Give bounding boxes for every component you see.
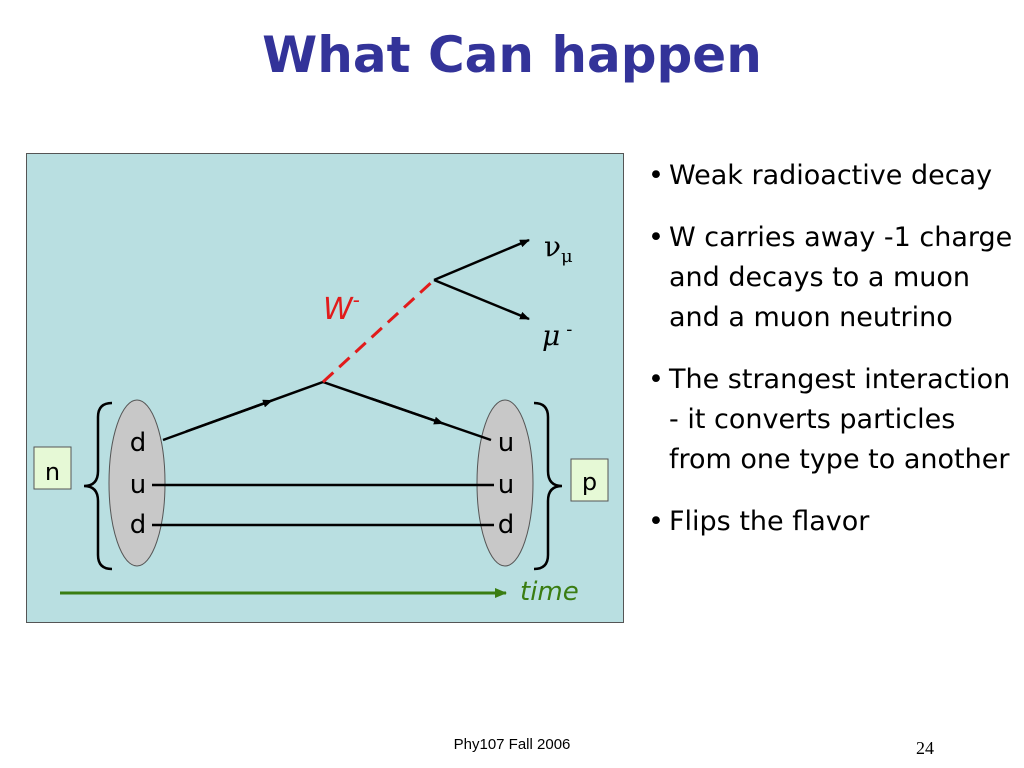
- muon-symbol: μ: [542, 319, 560, 352]
- bullet-text: Flips the flavor: [669, 506, 870, 537]
- neutron-oval: [108, 399, 166, 567]
- w-boson-label: W-: [323, 288, 360, 327]
- bullet-marker: •: [648, 506, 664, 537]
- bullet-list: •Weak radioactive decay •W carries away …: [648, 156, 1018, 564]
- proton-box: [570, 458, 609, 502]
- neutron-label: n: [45, 458, 60, 486]
- proton-quark-1: u: [498, 428, 514, 458]
- bullet-item: •W carries away -1 charge and decays to …: [648, 218, 1018, 338]
- proton-quark-3: d: [498, 510, 515, 540]
- bullet-marker: •: [648, 222, 664, 253]
- diagram-panel: [26, 153, 624, 623]
- neutrino-label: νμ: [544, 230, 573, 267]
- bullet-marker: •: [648, 160, 664, 191]
- time-label: time: [520, 577, 579, 607]
- neutron-quark-1: d: [130, 428, 147, 458]
- w-label: W: [323, 292, 354, 327]
- bullet-item: •Flips the flavor: [648, 502, 1018, 542]
- page-number: 24: [916, 738, 934, 758]
- slide-footer: Phy107 Fall 2006: [453, 736, 571, 753]
- incoming-quark-arrow: [185, 399, 273, 433]
- muon-line: [433, 278, 530, 321]
- bullet-marker: •: [648, 364, 664, 395]
- bullet-item: •The strangest interaction - it converts…: [648, 360, 1018, 480]
- bullet-text: W carries away -1 charge and decays to a…: [669, 222, 1013, 333]
- feynman-diagram: n p d u d u u d W- νμ μ- time: [26, 153, 624, 623]
- muon-charge: -: [566, 319, 572, 340]
- w-charge: -: [353, 288, 360, 312]
- bullet-text: The strangest interaction - it converts …: [669, 364, 1011, 475]
- neutron-quark-3: d: [130, 510, 147, 540]
- bullet-text: Weak radioactive decay: [669, 160, 993, 191]
- slide-title: What Can happen: [262, 26, 762, 84]
- outgoing-quark-arrow: [370, 397, 444, 425]
- neutrino-line: [433, 238, 530, 282]
- neutron-brace: [83, 401, 113, 571]
- proton-quark-2: u: [498, 470, 514, 500]
- neutrino-symbol: ν: [544, 230, 561, 263]
- neutron-box: [33, 446, 72, 490]
- proton-label: p: [582, 468, 597, 496]
- neutron-quark-2: u: [130, 470, 146, 500]
- bullet-item: •Weak radioactive decay: [648, 156, 1018, 196]
- neutrino-subscript: μ: [561, 246, 573, 267]
- muon-label: μ-: [542, 319, 572, 352]
- w-boson-line: [321, 278, 436, 384]
- proton-brace: [533, 401, 563, 571]
